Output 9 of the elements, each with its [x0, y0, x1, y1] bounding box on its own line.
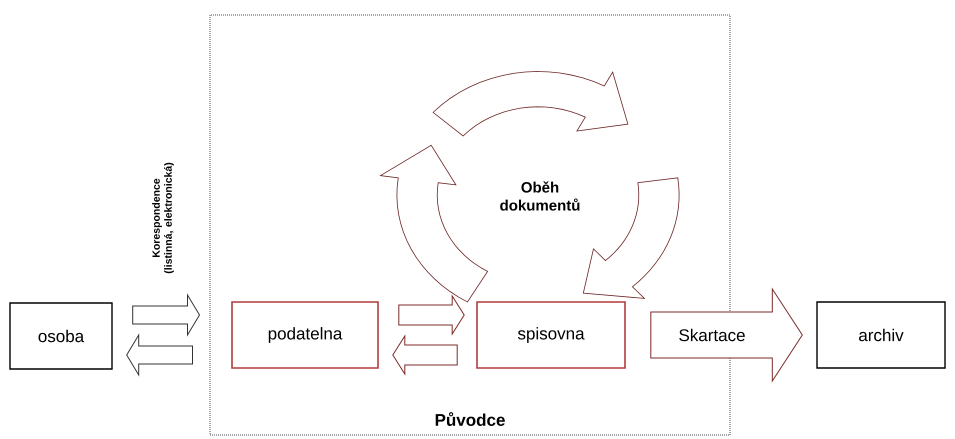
- cycle-label: Oběh dokumentů: [500, 181, 580, 211]
- edge-label: Korespondence (listinná, elektronická): [152, 162, 174, 274]
- process-box: podatelna: [231, 301, 379, 369]
- block-arrow: [398, 294, 465, 336]
- entity-box: osoba: [9, 302, 113, 370]
- process-box: spisovna: [476, 301, 626, 369]
- block-arrow: [132, 293, 200, 337]
- block-arrow: [650, 287, 803, 383]
- entity-box: archiv: [816, 301, 946, 369]
